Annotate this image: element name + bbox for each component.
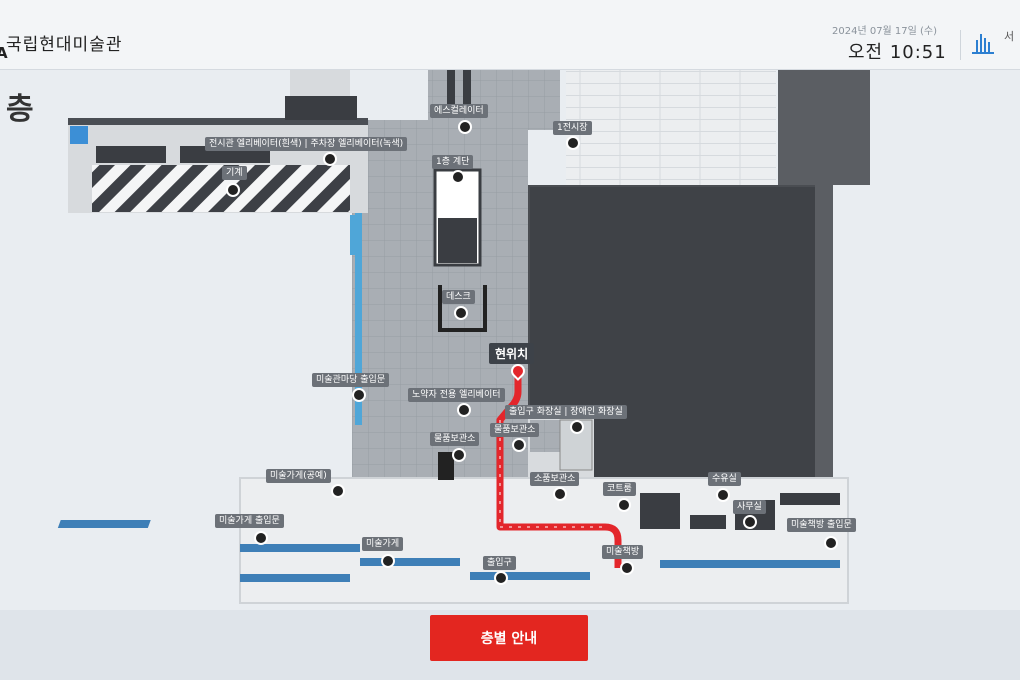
floor-map[interactable]: 층 에스컬레이터 전시관 엘리베이터(흰색) | 주차장 엘리베이터(녹색) 1… — [0, 70, 1020, 610]
coat-room-icon[interactable] — [617, 498, 631, 512]
label-accessible-elevator[interactable]: 노약자 전용 엘리베이터 — [408, 388, 505, 402]
label-coat-room[interactable]: 코트룸 — [603, 482, 636, 496]
art-shop-entrance-icon[interactable] — [254, 531, 268, 545]
label-unknown[interactable]: 기계 — [222, 166, 247, 180]
machine-icon[interactable] — [226, 183, 240, 197]
label-entrance[interactable]: 출입구 — [483, 556, 516, 570]
floor-indicator: 층 — [6, 92, 34, 127]
floor-guide-button[interactable]: 층별 안내 — [430, 615, 588, 661]
district-entrance-icon[interactable] — [352, 388, 366, 402]
label-art-shop-public[interactable]: 미술가게(공예) — [266, 469, 331, 483]
entrance-icon[interactable] — [494, 571, 508, 585]
label-storage-1[interactable]: 물품보관소 — [430, 432, 480, 446]
current-location-label: 현위치 — [489, 343, 535, 364]
label-art-shop[interactable]: 미술가게 — [362, 537, 404, 551]
restroom-icon[interactable] — [570, 420, 584, 434]
label-escalator[interactable]: 에스컬레이터 — [430, 104, 488, 118]
app-header: 국립현대미술관 A 2024년 07월 17일 (수) 오전 10:51 서 — [0, 0, 1020, 70]
label-book-shop-entrance[interactable]: 미술책방 출입문 — [787, 518, 856, 532]
book-shop-entrance-icon[interactable] — [824, 536, 838, 550]
art-shop-public-icon[interactable] — [331, 484, 345, 498]
art-shop-icon[interactable] — [381, 554, 395, 568]
label-storage-2[interactable]: 물품보관소 — [490, 423, 540, 437]
escalator-icon[interactable] — [458, 120, 472, 134]
floor-map-graphic — [57, 70, 870, 604]
accessible-elevator-icon[interactable] — [457, 403, 471, 417]
label-art-book[interactable]: 미술책방 — [602, 545, 644, 559]
brand-text: 서 — [1004, 30, 1015, 43]
museum-logo-text: 국립현대미술관 — [6, 35, 123, 55]
storage-icon-1[interactable] — [452, 448, 466, 462]
info-desk-icon[interactable] — [454, 306, 468, 320]
courtyard-icon[interactable] — [553, 487, 567, 501]
label-stairs[interactable]: 1층 계단 — [432, 155, 474, 169]
label-exhibition-elevator[interactable]: 전시관 엘리베이터(흰색) | 주차장 엘리베이터(녹색) — [205, 137, 408, 151]
label-courtyard[interactable]: 소품보관소 — [530, 472, 580, 486]
label-nursing-room[interactable]: 수유실 — [708, 472, 741, 486]
current-time: 오전 10:51 — [848, 42, 947, 63]
current-date: 2024년 07월 17일 (수) — [832, 26, 938, 37]
header-divider — [960, 30, 961, 60]
art-book-icon[interactable] — [620, 561, 634, 575]
label-art-shop-entrance[interactable]: 미술가게 출입문 — [215, 514, 284, 528]
label-district-entrance[interactable]: 미술관마당 출입문 — [312, 373, 390, 387]
elevator-icon[interactable] — [323, 152, 337, 166]
label-office[interactable]: 사무실 — [733, 500, 766, 514]
office-icon[interactable] — [743, 515, 757, 529]
stairs-icon[interactable] — [451, 170, 465, 184]
hall-icon[interactable] — [566, 136, 580, 150]
storage-icon-2[interactable] — [512, 438, 526, 452]
nursing-room-icon[interactable] — [716, 488, 730, 502]
label-info-desk[interactable]: 데스크 — [442, 290, 475, 304]
label-restroom[interactable]: 출입구 화장실 | 장애인 화장실 — [505, 405, 627, 419]
brand-building-icon — [972, 34, 994, 54]
museum-logo-mark: A — [0, 44, 8, 62]
label-exhibition-hall[interactable]: 1전시장 — [553, 121, 592, 135]
